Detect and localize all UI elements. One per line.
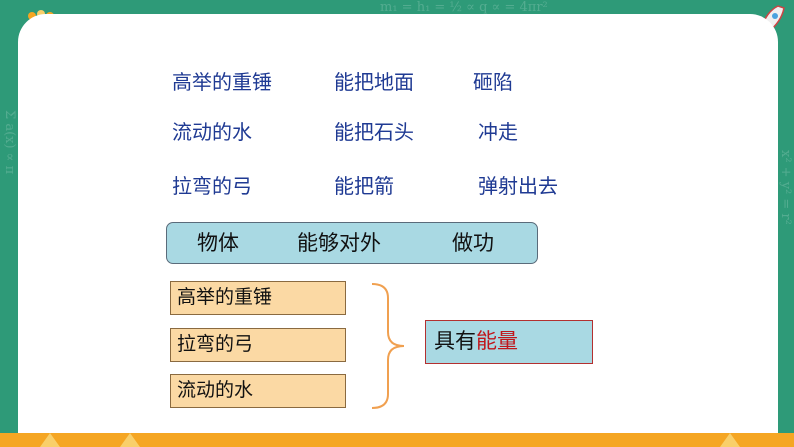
chalk-formula: Σ a(x) ∝ π bbox=[2, 110, 17, 175]
bottom-strip bbox=[0, 433, 794, 447]
row1-subject: 高举的重锤 bbox=[172, 70, 272, 94]
row3-verb: 能把箭 bbox=[334, 174, 394, 198]
row3-subject: 拉弯的弓 bbox=[172, 174, 252, 198]
energy-highlight: 能量 bbox=[476, 329, 518, 353]
concept-work: 做功 bbox=[452, 231, 494, 255]
item-box-bow: 拉弯的弓 bbox=[170, 328, 346, 362]
row1-verb: 能把地面 bbox=[334, 70, 414, 94]
energy-prefix: 具有 bbox=[434, 329, 476, 353]
row2-verb: 能把石头 bbox=[334, 120, 414, 144]
concept-ability: 能够对外 bbox=[297, 231, 381, 255]
row1-result: 砸陷 bbox=[473, 70, 513, 94]
concept-object: 物体 bbox=[197, 231, 239, 255]
item-box-water: 流动的水 bbox=[170, 374, 346, 408]
item-box-hammer: 高举的重锤 bbox=[170, 281, 346, 315]
row2-subject: 流动的水 bbox=[172, 120, 252, 144]
concept-box: 物体 能够对外 做功 bbox=[166, 222, 538, 264]
row3-result: 弹射出去 bbox=[478, 174, 558, 198]
chalk-formula: m₁ = h₁ = ½ ∝ q ∝ = 4πr² bbox=[380, 0, 548, 15]
brace-icon bbox=[368, 282, 408, 414]
energy-box: 具有能量 bbox=[425, 320, 593, 364]
chalk-formula: x² + y² = r² bbox=[778, 150, 793, 225]
row2-result: 冲走 bbox=[478, 120, 518, 144]
